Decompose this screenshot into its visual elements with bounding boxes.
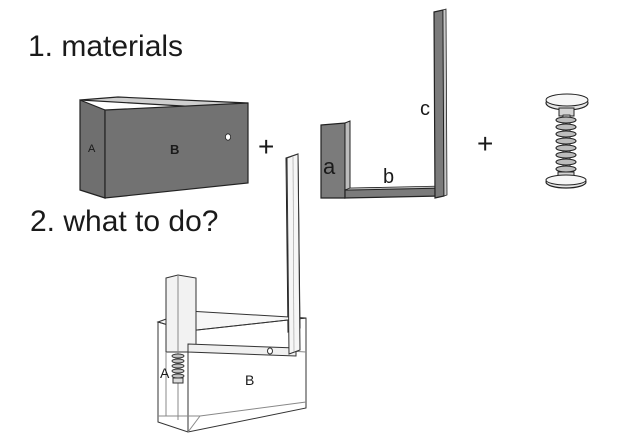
bracket-label-a: a bbox=[323, 154, 336, 179]
plus-sign-1: + bbox=[258, 131, 274, 162]
assembly-bracket-b bbox=[187, 343, 297, 357]
box-label-b: B bbox=[170, 142, 179, 157]
spring-coil-icon bbox=[555, 116, 577, 173]
assembly-label-a: A bbox=[160, 365, 170, 381]
material-box: A B bbox=[79, 96, 249, 199]
bracket-part-c bbox=[433, 9, 445, 199]
plus-sign-2: + bbox=[477, 128, 493, 159]
bracket-label-b: b bbox=[383, 166, 394, 188]
heading-materials: 1. materials bbox=[28, 30, 184, 63]
material-bracket: a b c bbox=[320, 8, 448, 199]
assembly-label-b: B bbox=[245, 372, 254, 388]
bracket-label-c: c bbox=[420, 98, 430, 120]
box-front-face bbox=[104, 102, 249, 199]
box-label-a: A bbox=[88, 143, 96, 155]
assembly-post-a bbox=[165, 274, 197, 353]
material-spring-bolt bbox=[545, 93, 589, 189]
box-hole-icon bbox=[224, 133, 231, 141]
assembly-spring-icon bbox=[171, 353, 185, 379]
assembly-diagram bbox=[156, 153, 307, 433]
heading-what-to-do: 2. what to do? bbox=[30, 205, 219, 238]
assembly-hole-icon bbox=[267, 347, 273, 355]
